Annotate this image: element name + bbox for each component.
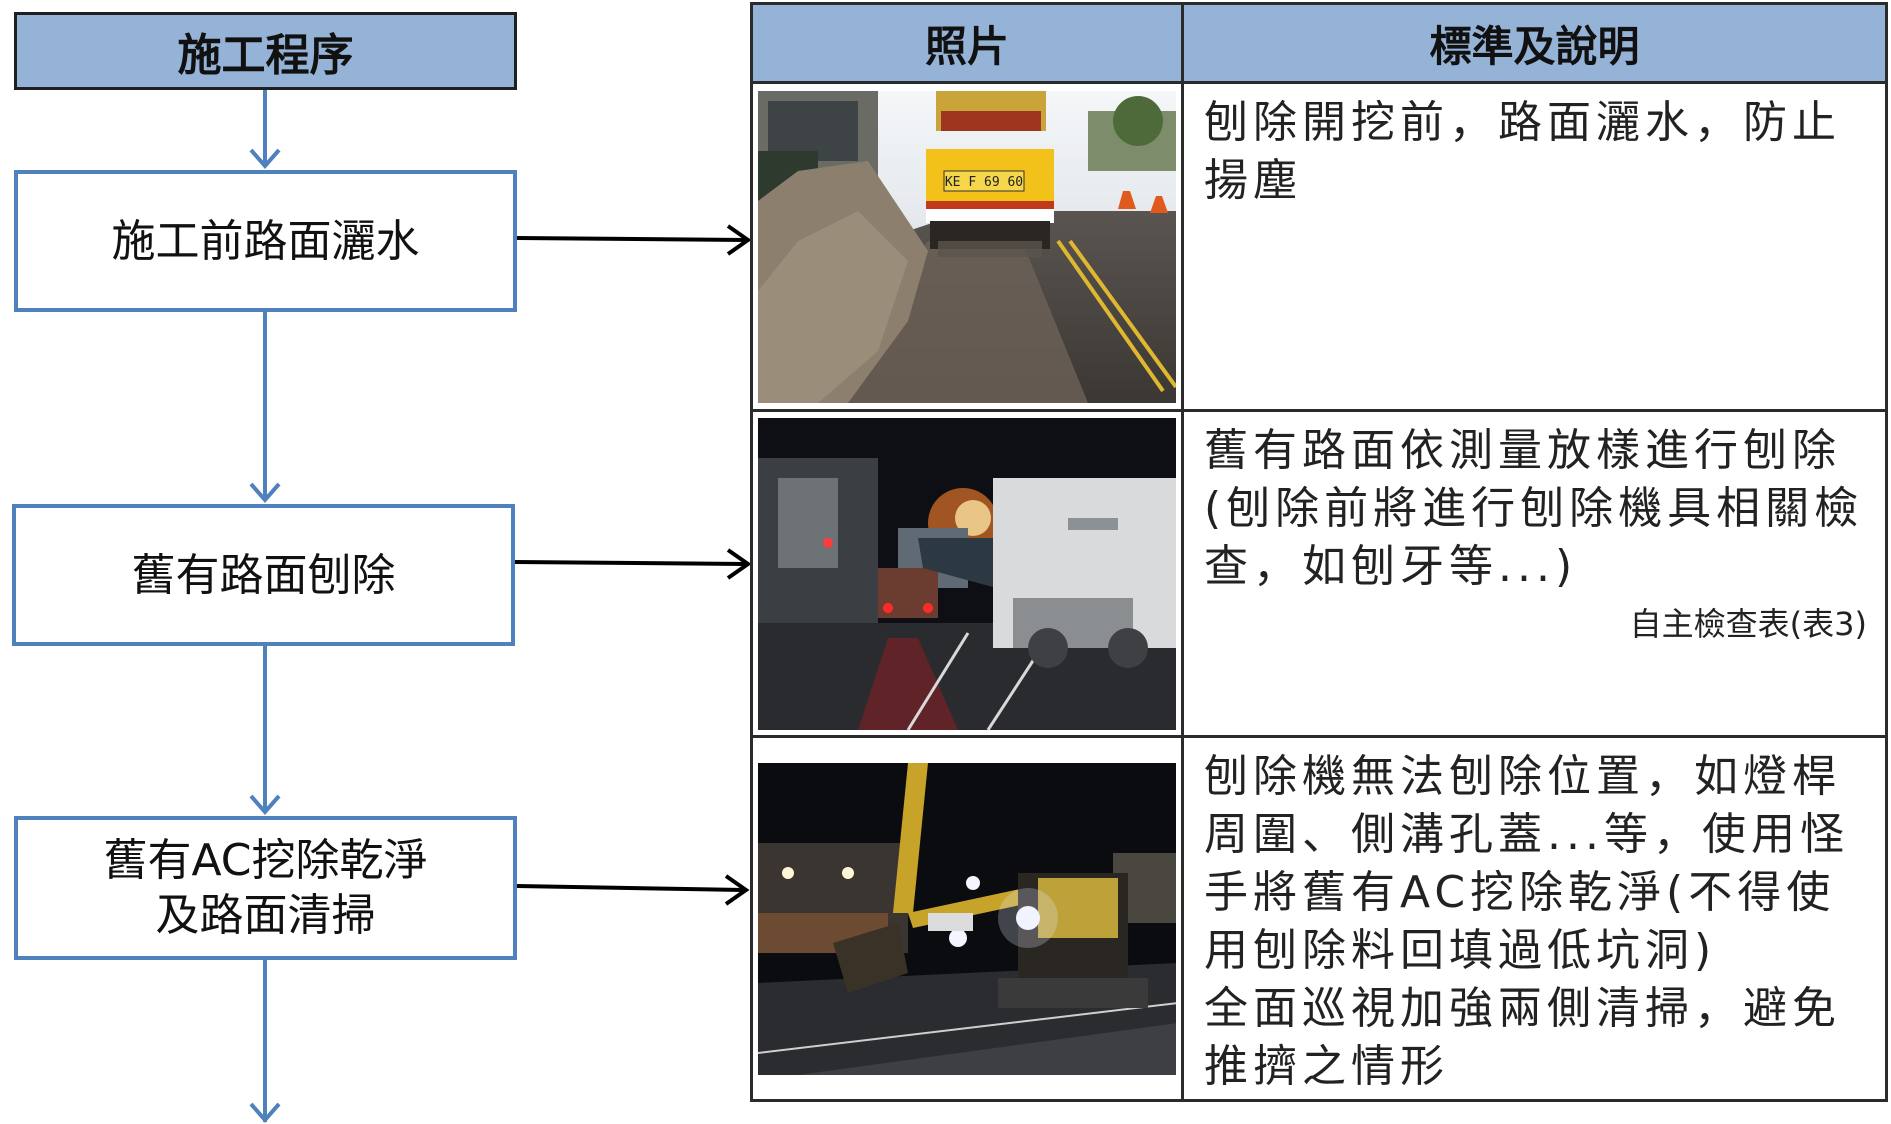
- header-photo: 照片: [750, 2, 1184, 84]
- excavator-illustration: [758, 762, 1176, 1075]
- header-standard: 標準及說明: [1181, 2, 1888, 84]
- standards-table: 照片 標準及說明: [750, 2, 1888, 1102]
- down-arrow-4: [249, 960, 281, 1124]
- flow-step-1-line-1: 施工前路面灑水: [111, 215, 420, 267]
- desc-cell-3: 刨除機無法刨除位置，如燈桿周圍、側溝孔蓋...等，使用怪手將舊有AC挖除乾淨(不…: [1181, 735, 1888, 1102]
- photo-cell-1: KE F 69 60: [750, 81, 1184, 412]
- water-truck-photo: KE F 69 60: [758, 90, 1176, 403]
- water-truck-illustration: KE F 69 60: [758, 90, 1176, 403]
- desc-cell-2: 舊有路面依測量放樣進行刨除(刨除前將進行刨除機具相關檢查，如刨牙等...) 自主…: [1181, 409, 1888, 738]
- truck-plate: KE F 69 60: [945, 175, 1023, 190]
- flow-header: 施工程序: [14, 12, 517, 90]
- self-inspection-note: 自主檢查表(表3): [1629, 605, 1867, 643]
- table-row: KE F 69 60 刨除開挖前，路面灑水，防止揚塵: [750, 81, 1888, 412]
- photo-cell-2: [750, 409, 1184, 738]
- night-excavator-photo: [758, 762, 1176, 1075]
- desc-text-3b: 全面巡視加強兩側清掃，避免推擠之情形: [1204, 983, 1841, 1092]
- flow-step-1: 施工前路面灑水: [14, 170, 517, 312]
- flow-step-2-line-1: 舊有路面刨除: [131, 549, 396, 601]
- flow-step-2: 舊有路面刨除: [12, 504, 515, 646]
- down-arrow-1: [249, 90, 281, 170]
- desc-text-1: 刨除開挖前，路面灑水，防止揚塵: [1204, 97, 1841, 206]
- table-header-row: 照片 標準及說明: [750, 2, 1888, 84]
- down-arrow-3: [249, 646, 281, 816]
- desc-text-3a: 刨除機無法刨除位置，如燈桿周圍、側溝孔蓋...等，使用怪手將舊有AC挖除乾淨(不…: [1204, 751, 1849, 976]
- flow-step-3-line-2: 及路面清掃: [155, 890, 376, 941]
- milling-machine-illustration: [758, 417, 1176, 730]
- right-arrow-2: [514, 548, 752, 580]
- right-arrow-3: [516, 874, 750, 906]
- flow-header-text: 施工程序: [177, 30, 354, 81]
- flow-step-3: 舊有AC挖除乾淨 及路面清掃: [14, 816, 517, 960]
- desc-text-2: 舊有路面依測量放樣進行刨除(刨除前將進行刨除機具相關檢查，如刨牙等...): [1204, 425, 1864, 592]
- photo-cell-3: [750, 735, 1184, 1102]
- down-arrow-2: [249, 312, 281, 504]
- flow-step-3-line-1: 舊有AC挖除乾淨: [103, 835, 428, 886]
- night-milling-photo: [758, 417, 1176, 730]
- right-arrow-1: [516, 224, 752, 256]
- table-row: 舊有路面依測量放樣進行刨除(刨除前將進行刨除機具相關檢查，如刨牙等...) 自主…: [750, 409, 1888, 738]
- table-row: 刨除機無法刨除位置，如燈桿周圍、側溝孔蓋...等，使用怪手將舊有AC挖除乾淨(不…: [750, 735, 1888, 1102]
- desc-cell-1: 刨除開挖前，路面灑水，防止揚塵: [1181, 81, 1888, 412]
